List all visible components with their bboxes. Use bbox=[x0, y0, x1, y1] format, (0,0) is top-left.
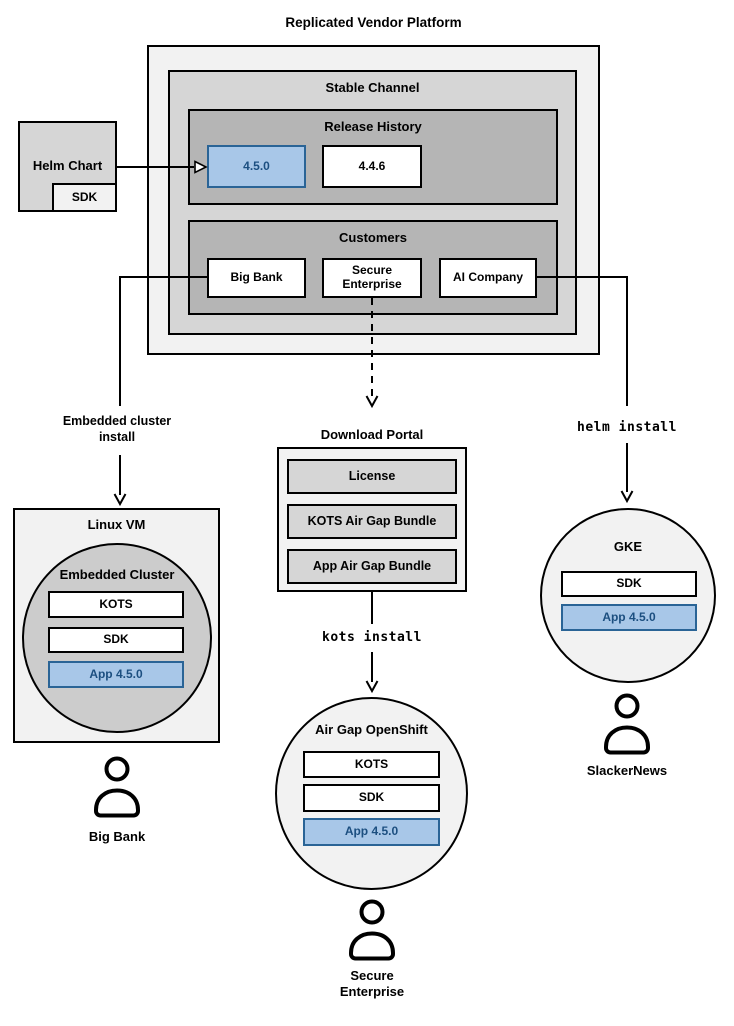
embedded-install-arrow-label: Embedded cluster install bbox=[62, 414, 172, 445]
gke-title: GKE bbox=[613, 539, 643, 554]
release-446-box: 4.4.6 bbox=[322, 145, 422, 188]
embedded-sdk-box: SDK bbox=[48, 627, 184, 653]
slackernews-person-icon bbox=[602, 693, 652, 762]
airgap-kots-box: KOTS bbox=[303, 751, 440, 778]
gke-sdk-box: SDK bbox=[561, 571, 697, 597]
stable-channel-title: Stable Channel bbox=[325, 80, 420, 95]
portal-app-bundle-box: App Air Gap Bundle bbox=[287, 549, 457, 584]
secure-enterprise-person-icon bbox=[347, 899, 397, 968]
portal-kots-bundle-box: KOTS Air Gap Bundle bbox=[287, 504, 457, 539]
release-450-box: 4.5.0 bbox=[207, 145, 306, 188]
release-history-title: Release History bbox=[324, 119, 422, 134]
customer-big-bank-box: Big Bank bbox=[207, 258, 306, 298]
gke-app-box: App 4.5.0 bbox=[561, 604, 697, 631]
linux-vm-title: Linux VM bbox=[87, 517, 146, 532]
airgap-app-box: App 4.5.0 bbox=[303, 818, 440, 846]
portal-license-box: License bbox=[287, 459, 457, 494]
secure-enterprise-user-label: Secure Enterprise bbox=[339, 968, 405, 999]
air-gap-openshift-title: Air Gap OpenShift bbox=[315, 722, 428, 737]
download-portal-title: Download Portal bbox=[320, 427, 424, 442]
embedded-app-box: App 4.5.0 bbox=[48, 661, 184, 688]
customers-title: Customers bbox=[339, 230, 407, 245]
secure-enterprise-arrowhead-icon bbox=[365, 395, 379, 409]
big-bank-arrowhead-icon bbox=[113, 493, 127, 507]
embedded-cluster-title: Embedded Cluster bbox=[59, 567, 175, 582]
airgap-sdk-box: SDK bbox=[303, 784, 440, 812]
ai-company-arrowhead-icon bbox=[620, 490, 634, 504]
helm-install-arrow-label: helm install bbox=[577, 420, 677, 435]
customer-secure-enterprise-box: Secure Enterprise bbox=[322, 258, 422, 298]
customer-ai-company-box: AI Company bbox=[439, 258, 537, 298]
big-bank-user-label: Big Bank bbox=[88, 829, 146, 844]
portal-arrowhead-icon bbox=[365, 680, 379, 694]
kots-install-arrow-label: kots install bbox=[322, 630, 422, 645]
big-bank-person-icon bbox=[92, 756, 142, 825]
diagram-title: Replicated Vendor Platform bbox=[285, 15, 462, 30]
slackernews-user-label: SlackerNews bbox=[586, 763, 668, 778]
helm-chart-sdk-box: SDK bbox=[52, 183, 117, 212]
embedded-kots-box: KOTS bbox=[48, 591, 184, 618]
helm-chart-title: Helm Chart bbox=[32, 158, 103, 173]
